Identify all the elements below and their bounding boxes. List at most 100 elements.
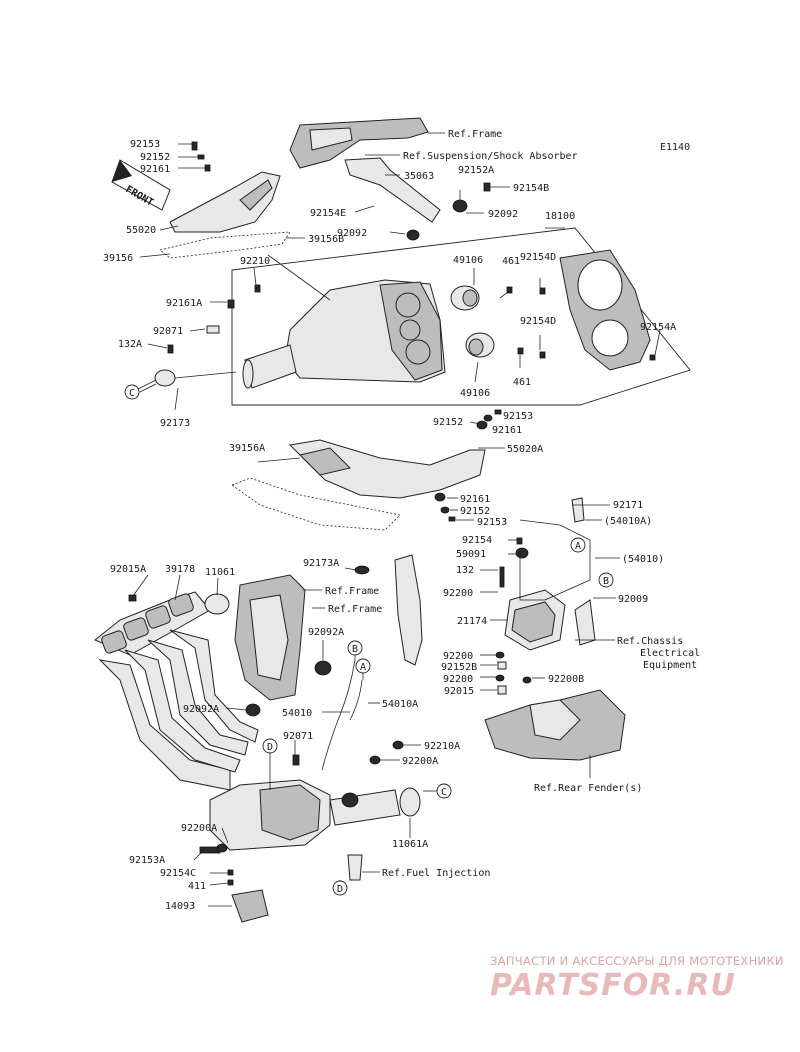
label-92154E: 92154E xyxy=(310,208,346,219)
label-92200-c: 92200 xyxy=(443,674,473,685)
label-92210A: 92210A xyxy=(424,741,460,752)
label-92154D-b: 92154D xyxy=(520,316,556,327)
label-55020: 55020 xyxy=(126,225,156,236)
callout-d-lower xyxy=(332,880,348,896)
label-92152A-top: 92152A xyxy=(458,165,494,176)
label-54010: 54010 xyxy=(282,708,312,719)
callout-d-upper xyxy=(262,738,278,754)
label-132: 132 xyxy=(456,565,474,576)
label-92092A-a: 92092A xyxy=(308,627,344,638)
callout-c-lower-label: C xyxy=(441,787,447,798)
label-92154D-a: 92154D xyxy=(520,252,556,263)
label-14093: 14093 xyxy=(165,901,195,912)
watermark-tagline: ЗАПЧАСТИ И АКСЕССУАРЫ ДЛЯ МОТОТЕХНИКИ xyxy=(490,954,784,968)
label-39178: 39178 xyxy=(165,564,195,575)
label-ref-frame-top: Ref.Frame xyxy=(448,129,502,140)
callout-markers: C A B B A D C D xyxy=(124,384,614,896)
label-92153-b: 92153 xyxy=(503,411,533,422)
callout-b-right xyxy=(598,572,614,588)
label-54010A-paren: (54010A) xyxy=(604,516,652,527)
label-ref-frame-mid1: Ref.Frame xyxy=(325,586,379,597)
callout-d-lower-label: D xyxy=(337,884,343,895)
label-39156: 39156 xyxy=(103,253,133,264)
label-92015: 92015 xyxy=(444,686,474,697)
label-54010A: 54010A xyxy=(382,699,418,710)
label-92200A-b: 92200A xyxy=(181,823,217,834)
label-92009: 92009 xyxy=(618,594,648,605)
callout-a-right-label: A xyxy=(575,541,581,552)
callout-a-left xyxy=(355,658,371,674)
label-92153: 92153 xyxy=(130,139,160,150)
label-35063: 35063 xyxy=(404,171,434,182)
label-ref-suspension: Ref.Suspension/Shock Absorber xyxy=(403,151,578,162)
label-92152-b: 92152 xyxy=(433,417,463,428)
label-92200-b: 92200 xyxy=(443,651,473,662)
label-92071-a: 92071 xyxy=(153,326,183,337)
leader-lines xyxy=(131,132,661,907)
callout-c-upper xyxy=(124,384,140,400)
label-92153-c: 92153 xyxy=(477,517,507,528)
label-92153A: 92153A xyxy=(129,855,165,866)
watermark: ЗАПЧАСТИ И АКСЕССУАРЫ ДЛЯ МОТОТЕХНИКИ PA… xyxy=(490,954,784,1003)
label-92154C: 92154C xyxy=(160,868,196,879)
label-92154: 92154 xyxy=(462,535,492,546)
label-ref-chassis-3: Equipment xyxy=(643,660,697,671)
label-49106-a: 49106 xyxy=(453,255,483,266)
label-92071-b: 92071 xyxy=(283,731,313,742)
callout-b-left xyxy=(347,640,363,656)
label-92161-b: 92161 xyxy=(492,425,522,436)
label-92152: 92152 xyxy=(140,152,170,163)
label-ref-rear-fender: Ref.Rear Fender(s) xyxy=(534,783,642,794)
callout-b-right-label: B xyxy=(603,576,609,587)
label-92092A-b: 92092A xyxy=(183,704,219,715)
label-132A: 132A xyxy=(118,339,142,350)
front-arrow-icon xyxy=(111,159,171,211)
label-59091: 59091 xyxy=(456,549,486,560)
callout-a-left-label: A xyxy=(360,662,366,673)
diagram-id: E1140 xyxy=(660,142,690,153)
label-92173: 92173 xyxy=(160,418,190,429)
watermark-logo: PARTSFOR.RU xyxy=(490,968,736,1003)
label-92161A: 92161A xyxy=(166,298,202,309)
callout-c-lower xyxy=(436,783,452,799)
label-ref-fuel: Ref.Fuel Injection xyxy=(382,868,490,879)
label-ref-frame-mid2: Ref.Frame xyxy=(328,604,382,615)
label-461-a: 461 xyxy=(502,256,520,267)
label-55020A: 55020A xyxy=(507,444,543,455)
label-92200A-a: 92200A xyxy=(402,756,438,767)
label-39156A: 39156A xyxy=(229,443,265,454)
label-92200-a: 92200 xyxy=(443,588,473,599)
label-92092-b: 92092 xyxy=(337,228,367,239)
label-92171: 92171 xyxy=(613,500,643,511)
label-92152B: 92152B xyxy=(441,662,477,673)
callout-c-upper-label: C xyxy=(129,388,135,399)
callout-d-upper-label: D xyxy=(267,742,273,753)
label-11061A: 11061A xyxy=(392,839,428,850)
part-labels: E1140 92153 92152 92161 FRONT 55020 3915… xyxy=(103,129,700,912)
label-92154B: 92154B xyxy=(513,183,549,194)
label-92152-c: 92152 xyxy=(460,506,490,517)
callout-a-right xyxy=(570,537,586,553)
label-18100: 18100 xyxy=(545,211,575,222)
label-39156B: 39156B xyxy=(308,234,344,245)
label-92200B: 92200B xyxy=(548,674,584,685)
label-11061: 11061 xyxy=(205,567,235,578)
label-92173A: 92173A xyxy=(303,558,339,569)
label-54010-paren: (54010) xyxy=(622,554,664,565)
label-411: 411 xyxy=(188,881,206,892)
label-461-b: 461 xyxy=(513,377,531,388)
label-92161: 92161 xyxy=(140,164,170,175)
label-92161-c: 92161 xyxy=(460,494,490,505)
label-21174: 21174 xyxy=(457,616,487,627)
callout-b-left-label: B xyxy=(352,644,358,655)
label-92154A: 92154A xyxy=(640,322,676,333)
label-ref-chassis-2: Electrical xyxy=(640,648,700,659)
label-92210: 92210 xyxy=(240,256,270,267)
label-49106-b: 49106 xyxy=(460,388,490,399)
label-92015A: 92015A xyxy=(110,564,146,575)
part-drawings xyxy=(94,117,691,923)
label-92092-a: 92092 xyxy=(488,209,518,220)
label-ref-chassis-1: Ref.Chassis xyxy=(617,636,683,647)
